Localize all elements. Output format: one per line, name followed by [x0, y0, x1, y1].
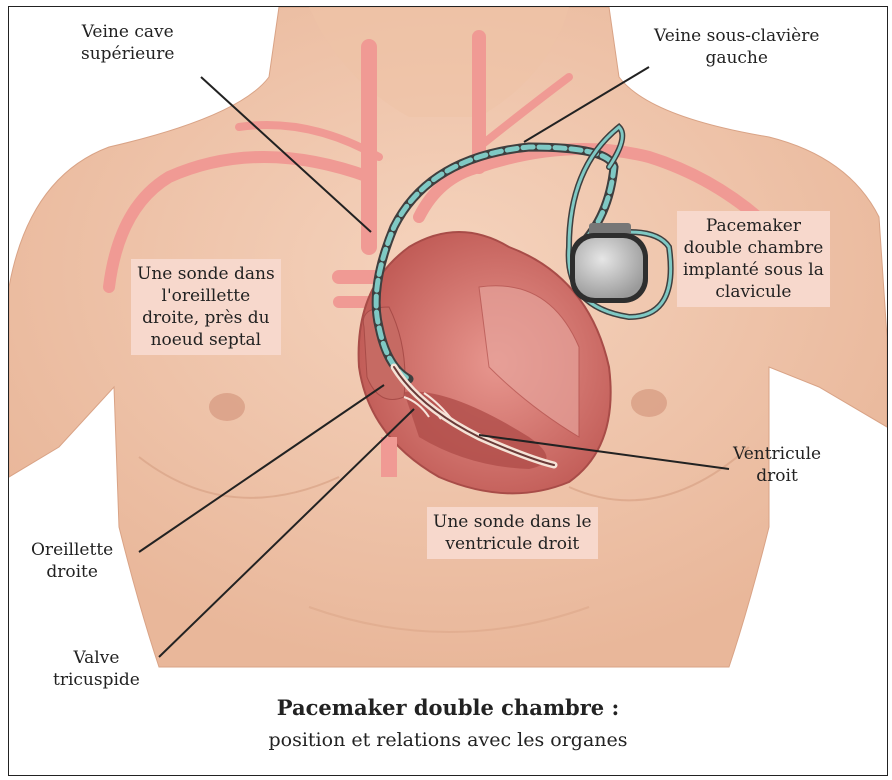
figure-title: Pacemaker double chambre :	[9, 695, 887, 720]
label-subclavian-line2: gauche	[654, 47, 819, 69]
label-valve-line2: tricuspide	[53, 669, 140, 691]
left-nipple	[209, 393, 245, 421]
anatomy-illustration	[9, 7, 887, 775]
label-svc-line1: Veine cave	[81, 21, 174, 43]
label-valve-line1: Valve	[53, 647, 140, 669]
label-atrium-line2: droite	[31, 561, 113, 583]
label-atrial-lead-line2: l'oreillette	[137, 285, 275, 307]
label-ventricular-lead-line2: ventricule droit	[433, 533, 592, 555]
label-dual-chamber-pacemaker: Pacemaker double chambre implanté sous l…	[677, 211, 830, 307]
label-pacemaker-line4: clavicule	[683, 281, 824, 303]
label-pacemaker-line3: implanté sous la	[683, 259, 824, 281]
label-pacemaker-line2: double chambre	[683, 237, 824, 259]
figure-subtitle: position et relations avec les organes	[9, 729, 887, 751]
label-superior-vena-cava: Veine cave supérieure	[81, 21, 174, 65]
label-left-subclavian-vein: Veine sous-clavière gauche	[654, 25, 819, 69]
label-atrial-lead-line4: noeud septal	[137, 329, 275, 351]
label-svc-line2: supérieure	[81, 43, 174, 65]
label-subclavian-line1: Veine sous-clavière	[654, 25, 819, 47]
label-ventricular-lead: Une sonde dans le ventricule droit	[427, 507, 598, 559]
label-ventricle-line2: droit	[733, 465, 821, 487]
label-atrial-lead-line3: droite, près du	[137, 307, 275, 329]
label-tricuspid-valve: Valve tricuspide	[53, 647, 140, 691]
label-right-ventricle: Ventricule droit	[733, 443, 821, 487]
label-atrial-lead-line1: Une sonde dans	[137, 263, 275, 285]
label-right-atrium: Oreillette droite	[31, 539, 113, 583]
label-ventricle-line1: Ventricule	[733, 443, 821, 465]
label-pacemaker-line1: Pacemaker	[683, 215, 824, 237]
figure-frame: Veine cave supérieure Veine sous-clavièr…	[8, 6, 888, 776]
right-nipple	[631, 389, 667, 417]
label-atrium-line1: Oreillette	[31, 539, 113, 561]
label-atrial-lead: Une sonde dans l'oreillette droite, près…	[131, 259, 281, 355]
label-ventricular-lead-line1: Une sonde dans le	[433, 511, 592, 533]
